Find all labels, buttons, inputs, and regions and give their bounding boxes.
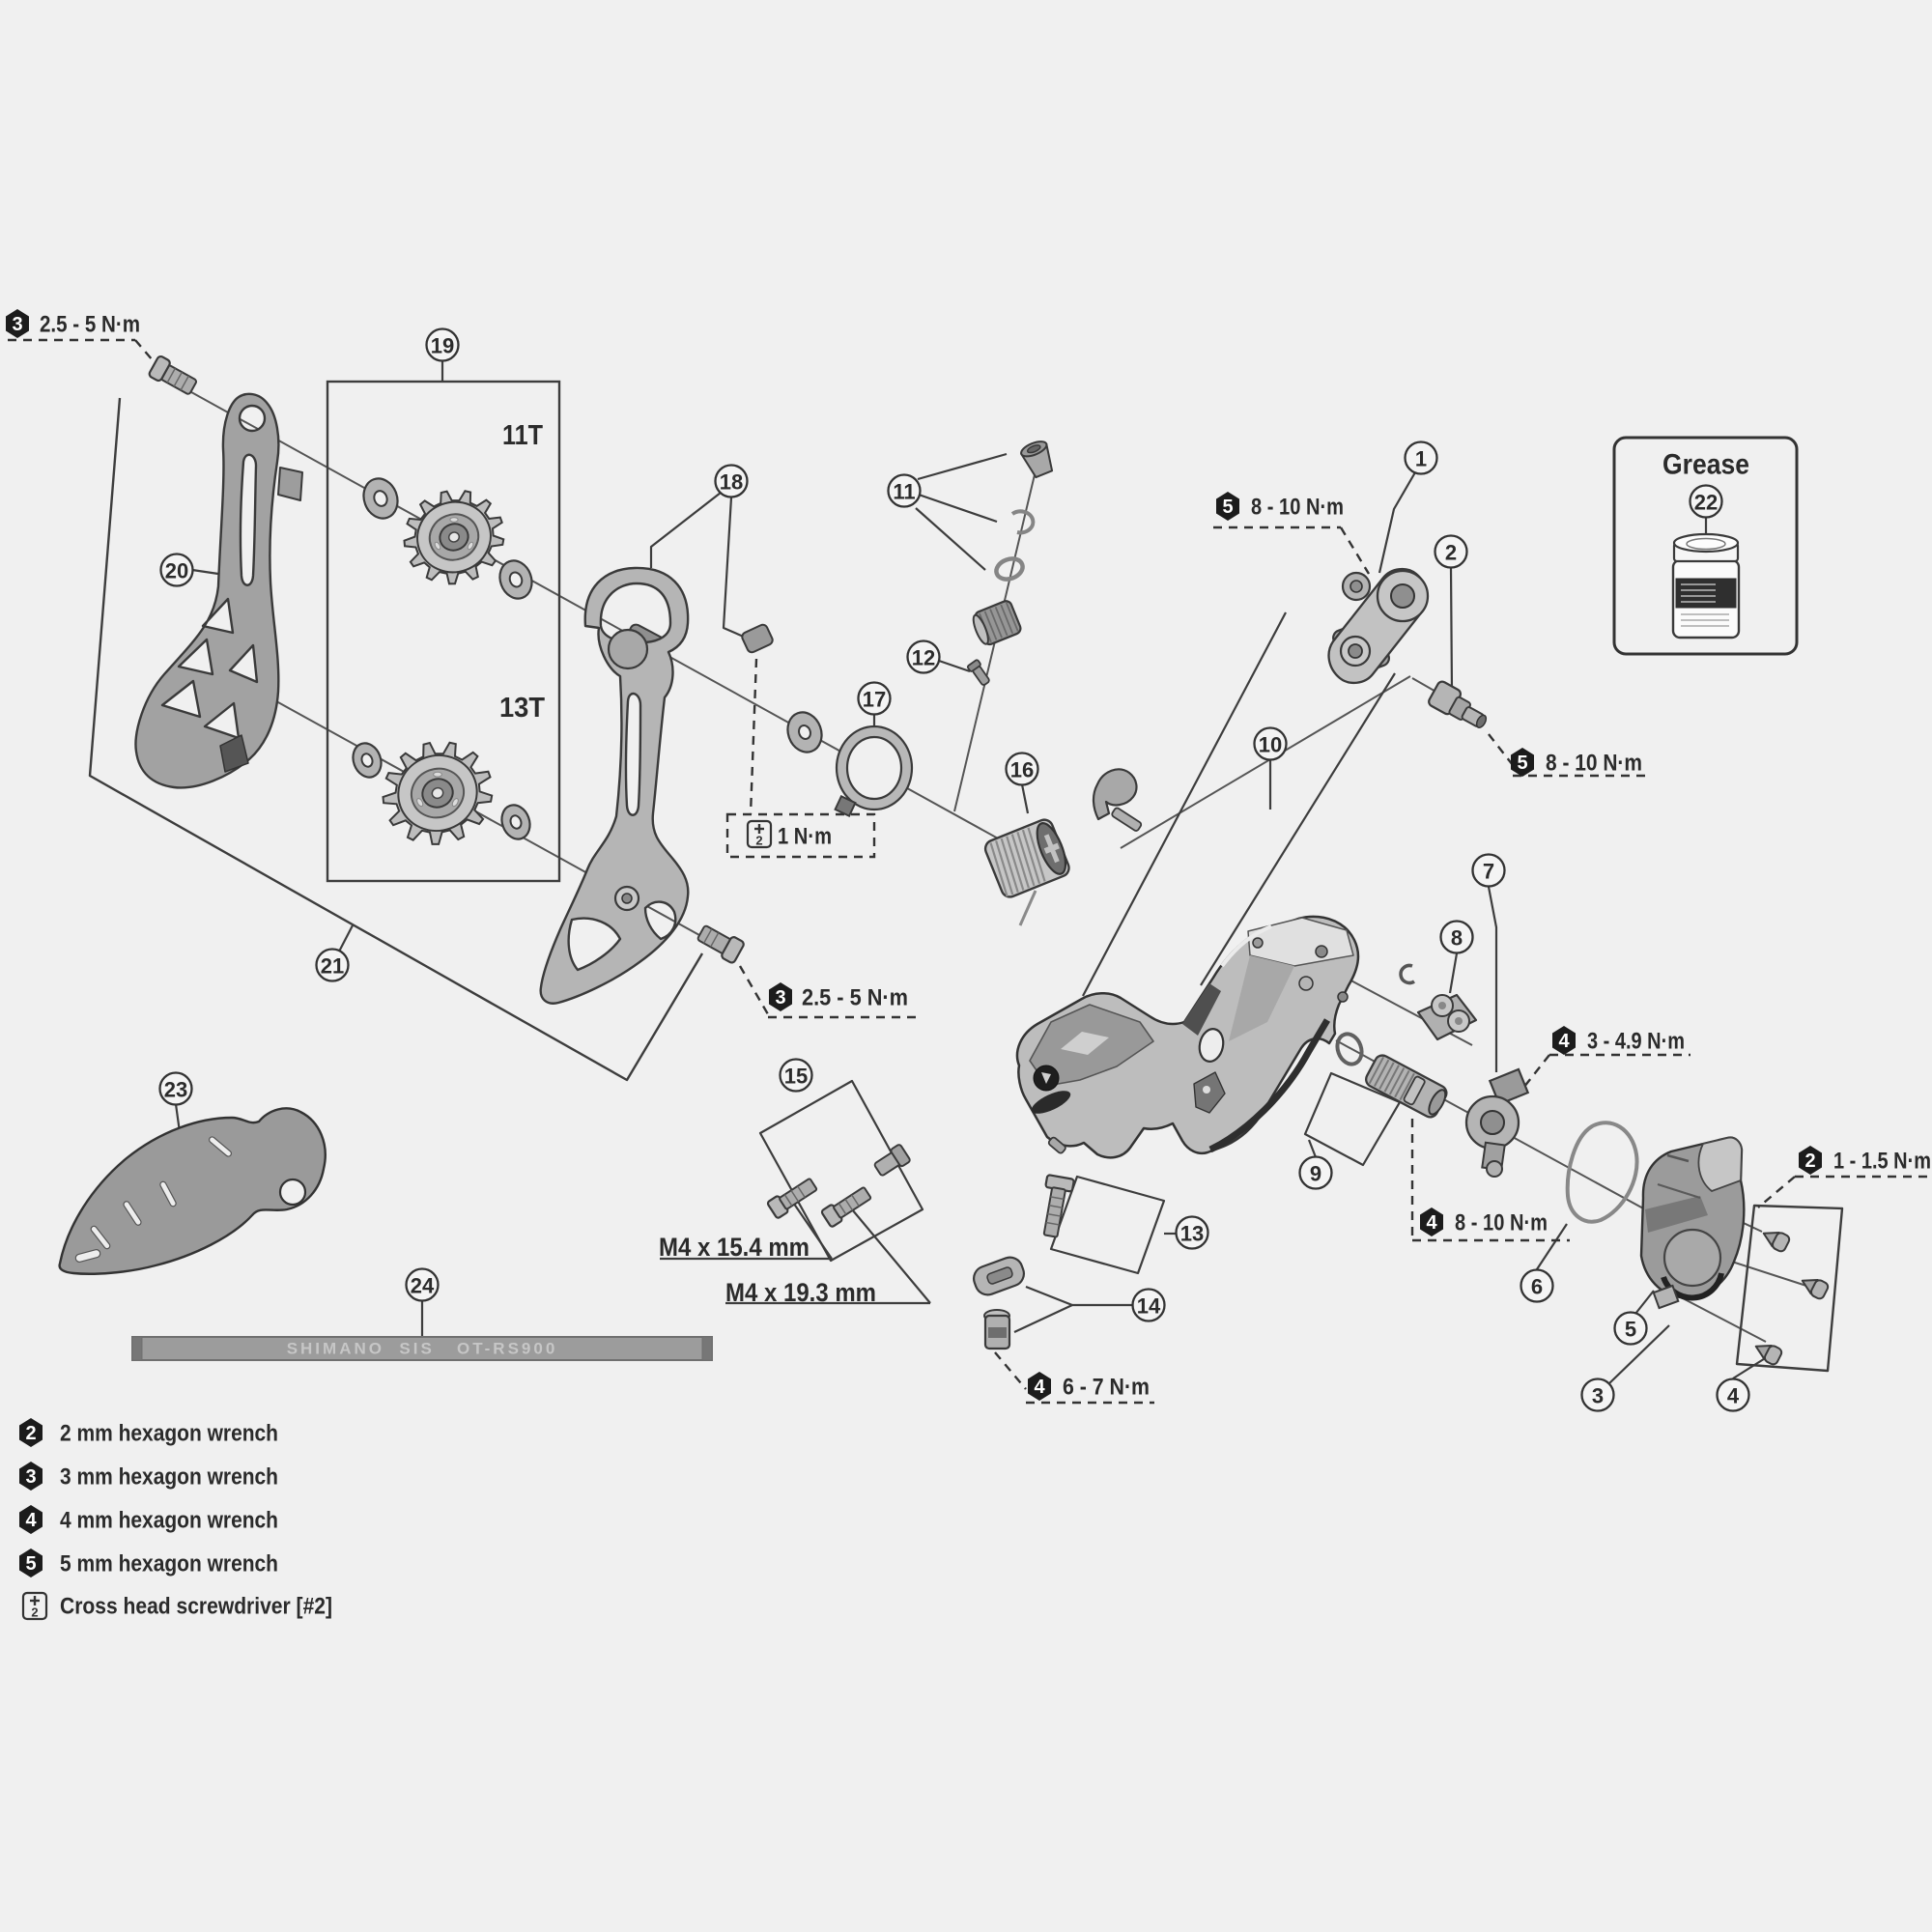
svg-text:2: 2 <box>25 1423 36 1444</box>
svg-text:3 mm hexagon wrench: 3 mm hexagon wrench <box>60 1464 278 1491</box>
svg-text:2: 2 <box>755 834 762 848</box>
svg-text:2: 2 <box>1804 1151 1815 1172</box>
svg-text:22: 22 <box>1694 491 1718 515</box>
svg-text:8: 8 <box>1451 926 1463 951</box>
svg-text:8 - 10 N·m: 8 - 10 N·m <box>1546 751 1642 777</box>
svg-text:20: 20 <box>165 559 188 583</box>
svg-text:Grease: Grease <box>1662 449 1749 481</box>
svg-text:4: 4 <box>25 1510 37 1531</box>
svg-text:2.5 - 5 N·m: 2.5 - 5 N·m <box>40 312 140 338</box>
svg-text:M4 x 15.4 mm: M4 x 15.4 mm <box>659 1233 810 1262</box>
svg-text:3: 3 <box>25 1466 36 1488</box>
svg-text:5: 5 <box>1222 497 1233 518</box>
svg-text:17: 17 <box>863 688 886 712</box>
svg-text:3: 3 <box>1592 1384 1604 1408</box>
svg-text:13: 13 <box>1180 1222 1204 1246</box>
svg-text:15: 15 <box>784 1065 808 1089</box>
svg-text:1 - 1.5 N·m: 1 - 1.5 N·m <box>1833 1149 1931 1175</box>
svg-text:4: 4 <box>1426 1212 1437 1234</box>
svg-text:4: 4 <box>1727 1384 1740 1408</box>
svg-text:3: 3 <box>12 314 22 335</box>
svg-text:6 - 7 N·m: 6 - 7 N·m <box>1063 1375 1150 1401</box>
svg-text:13T: 13T <box>499 693 545 724</box>
svg-text:16: 16 <box>1010 758 1034 782</box>
svg-text:SHIMANO SIS OT-RS900: SHIMANO SIS OT-RS900 <box>287 1340 558 1358</box>
svg-text:18: 18 <box>720 470 743 495</box>
svg-text:4: 4 <box>1034 1377 1045 1398</box>
svg-text:23: 23 <box>164 1078 187 1102</box>
svg-text:1 N·m: 1 N·m <box>778 824 832 850</box>
svg-text:4: 4 <box>1558 1031 1570 1052</box>
svg-text:11T: 11T <box>502 420 543 451</box>
svg-text:1: 1 <box>1415 447 1427 471</box>
svg-text:3 - 4.9 N·m: 3 - 4.9 N·m <box>1587 1029 1685 1055</box>
svg-text:3: 3 <box>775 987 785 1009</box>
svg-text:21: 21 <box>321 954 344 979</box>
svg-text:8 - 10 N·m: 8 - 10 N·m <box>1455 1210 1548 1236</box>
svg-text:5: 5 <box>25 1553 36 1575</box>
svg-text:2 mm hexagon wrench: 2 mm hexagon wrench <box>60 1421 278 1447</box>
svg-text:5: 5 <box>1625 1318 1636 1342</box>
svg-text:2: 2 <box>31 1605 38 1620</box>
svg-text:12: 12 <box>912 646 935 670</box>
svg-text:5: 5 <box>1517 753 1527 774</box>
svg-text:9: 9 <box>1310 1162 1321 1186</box>
svg-text:7: 7 <box>1483 860 1494 884</box>
svg-text:11: 11 <box>893 480 915 504</box>
svg-text:5 mm hexagon wrench: 5 mm hexagon wrench <box>60 1551 278 1577</box>
svg-text:8 - 10 N·m: 8 - 10 N·m <box>1251 495 1344 521</box>
svg-text:19: 19 <box>431 334 454 358</box>
svg-text:2.5 - 5 N·m: 2.5 - 5 N·m <box>802 985 908 1011</box>
svg-text:4 mm hexagon wrench: 4 mm hexagon wrench <box>60 1508 278 1534</box>
svg-text:2: 2 <box>1445 541 1457 565</box>
svg-text:10: 10 <box>1259 733 1282 757</box>
svg-text:24: 24 <box>411 1274 435 1298</box>
svg-text:6: 6 <box>1531 1275 1543 1299</box>
svg-text:14: 14 <box>1137 1294 1161 1319</box>
svg-text:Cross head screwdriver [#2]: Cross head screwdriver [#2] <box>60 1594 332 1620</box>
